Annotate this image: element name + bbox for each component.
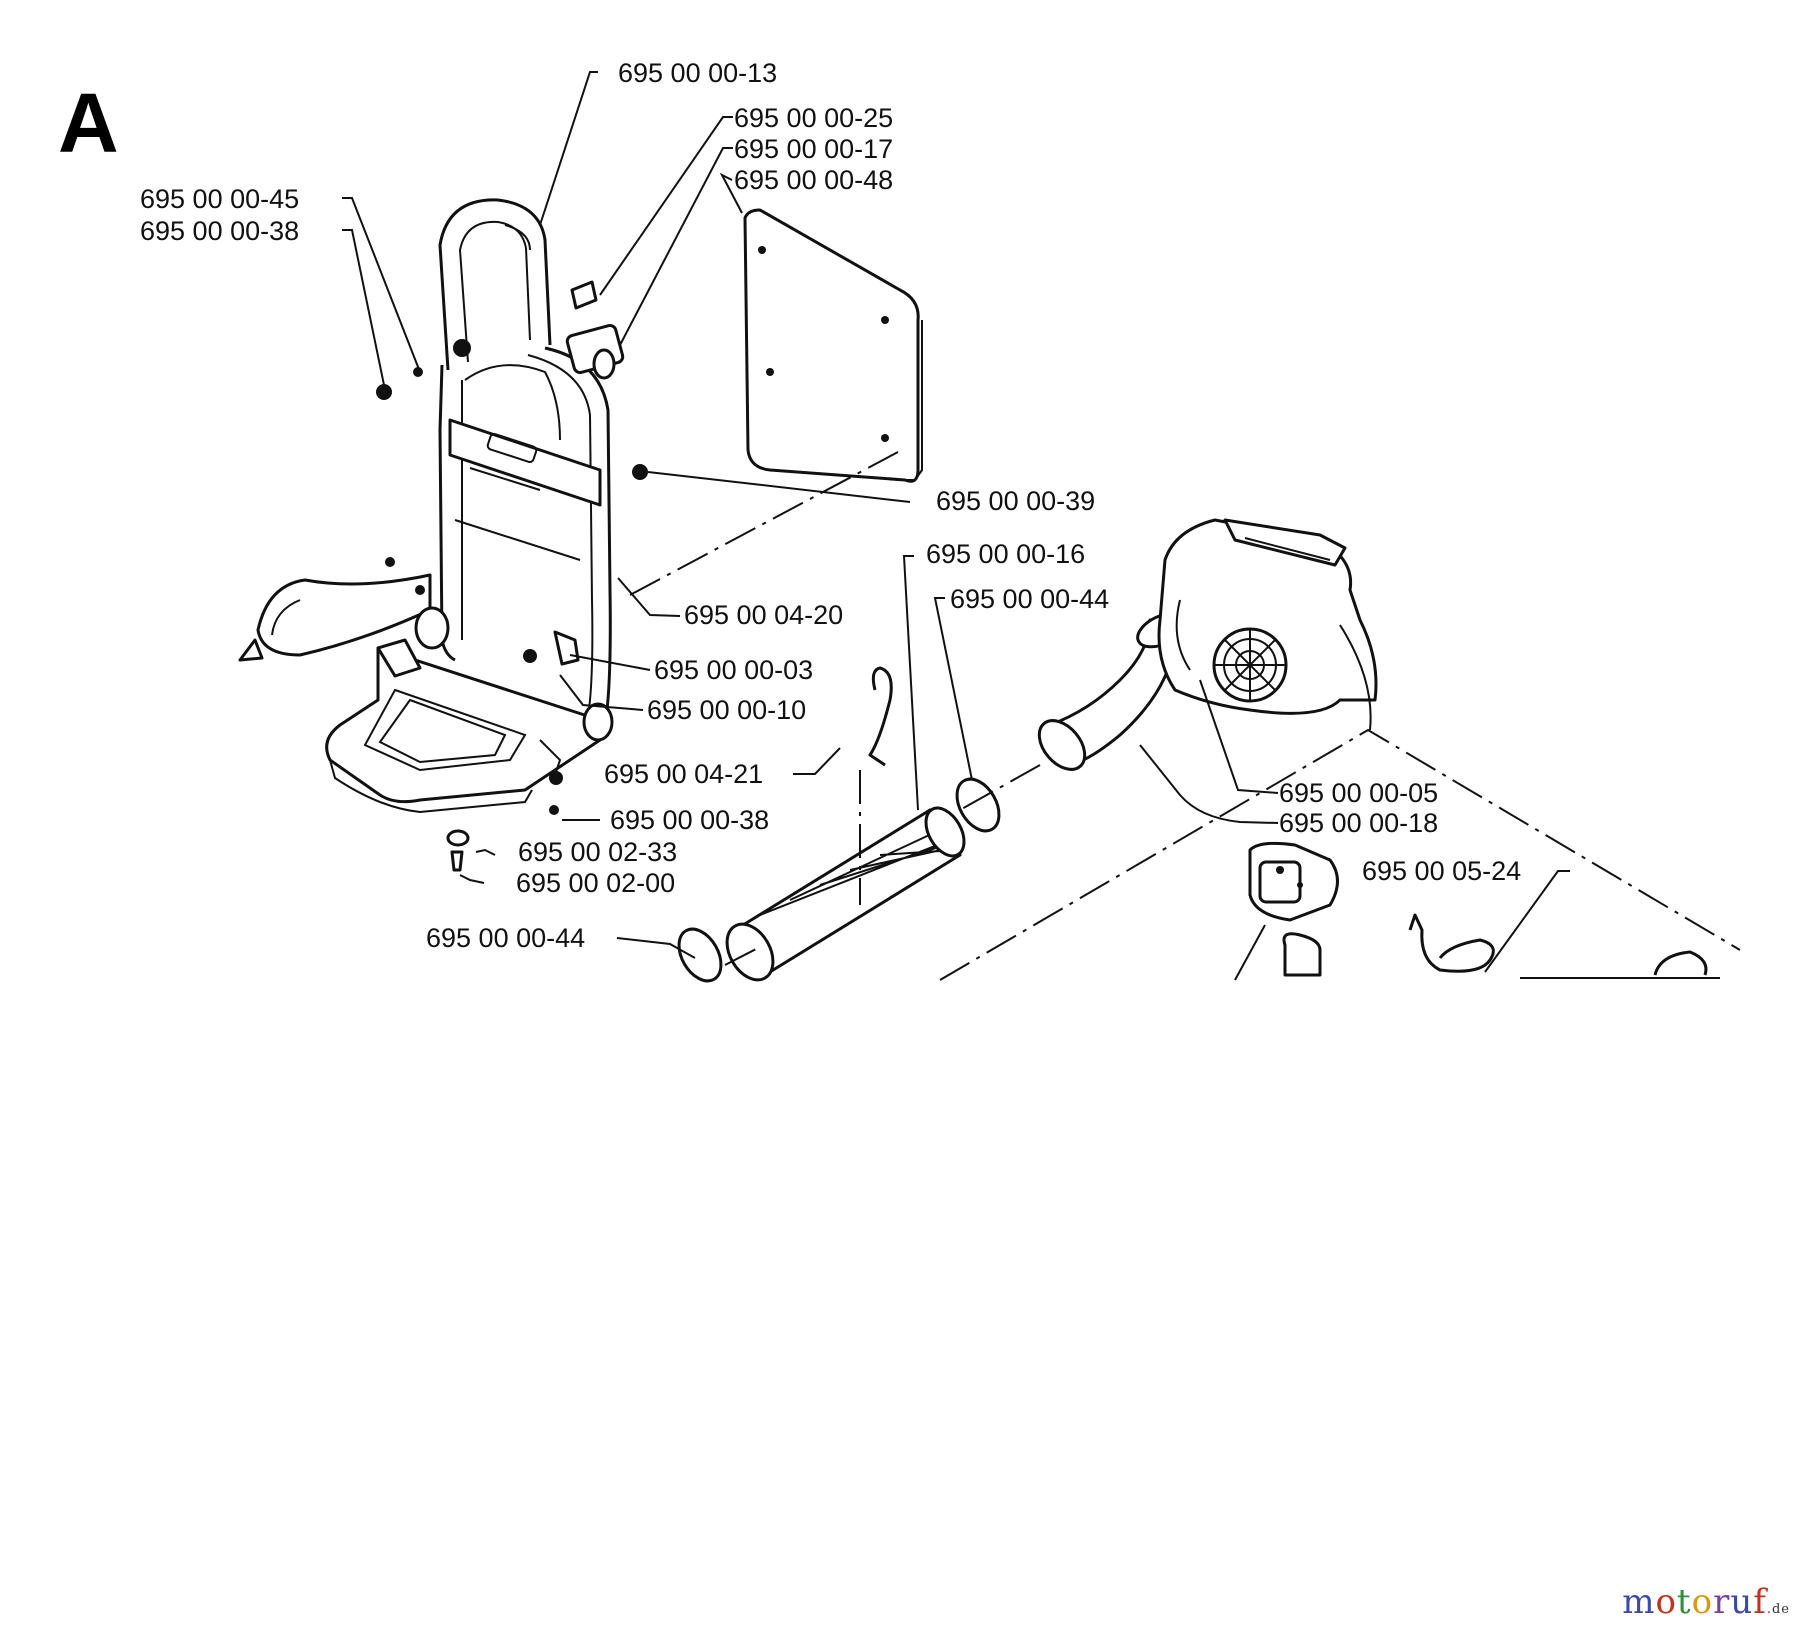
callout-label: 695 00 00-17 [734, 134, 893, 164]
part-number-labels: 695 00 00-13 695 00 00-25 695 00 00-17 6… [140, 58, 1521, 953]
callout-label: 695 00 02-33 [518, 837, 677, 867]
callout-label: 695 00 00-05 [1279, 778, 1438, 808]
callout-label: 695 00 00-44 [950, 584, 1109, 614]
callout-label: 695 00 00-16 [926, 539, 1085, 569]
site-watermark: motoruf.de [1622, 1582, 1790, 1622]
watermark-brand: motoruf [1622, 1582, 1767, 1622]
callout-label: 695 00 04-20 [684, 600, 843, 630]
lower-parts-drawing [1248, 841, 1708, 977]
watermark-tld: .de [1766, 1602, 1790, 1617]
callout-label: 695 00 00-13 [618, 58, 777, 88]
callout-label: 695 00 02-00 [516, 868, 675, 898]
callout-label: 695 00 00-25 [734, 103, 893, 133]
callout-label: 695 00 00-18 [1279, 808, 1438, 838]
callout-label: 695 00 00-38 [610, 805, 769, 835]
callout-label: 695 00 04-21 [604, 759, 763, 789]
callout-label: 695 00 00-03 [654, 655, 813, 685]
callout-label: 695 00 00-38 [140, 216, 299, 246]
leader-lines [342, 71, 1741, 981]
callout-label: 695 00 00-39 [936, 486, 1095, 516]
callout-label: 695 00 00-48 [734, 165, 893, 195]
callout-label: 695 00 00-45 [140, 184, 299, 214]
callout-label: 695 00 00-10 [647, 695, 806, 725]
section-label: A [58, 76, 119, 170]
callout-label: 695 00 00-44 [426, 923, 585, 953]
backpack-frame-drawing [238, 198, 648, 872]
callout-label: 695 00 05-24 [1362, 856, 1521, 886]
blower-housing-drawing [1157, 518, 1378, 731]
back-pad-drawing [743, 208, 923, 483]
tube-drawing [677, 611, 1188, 983]
